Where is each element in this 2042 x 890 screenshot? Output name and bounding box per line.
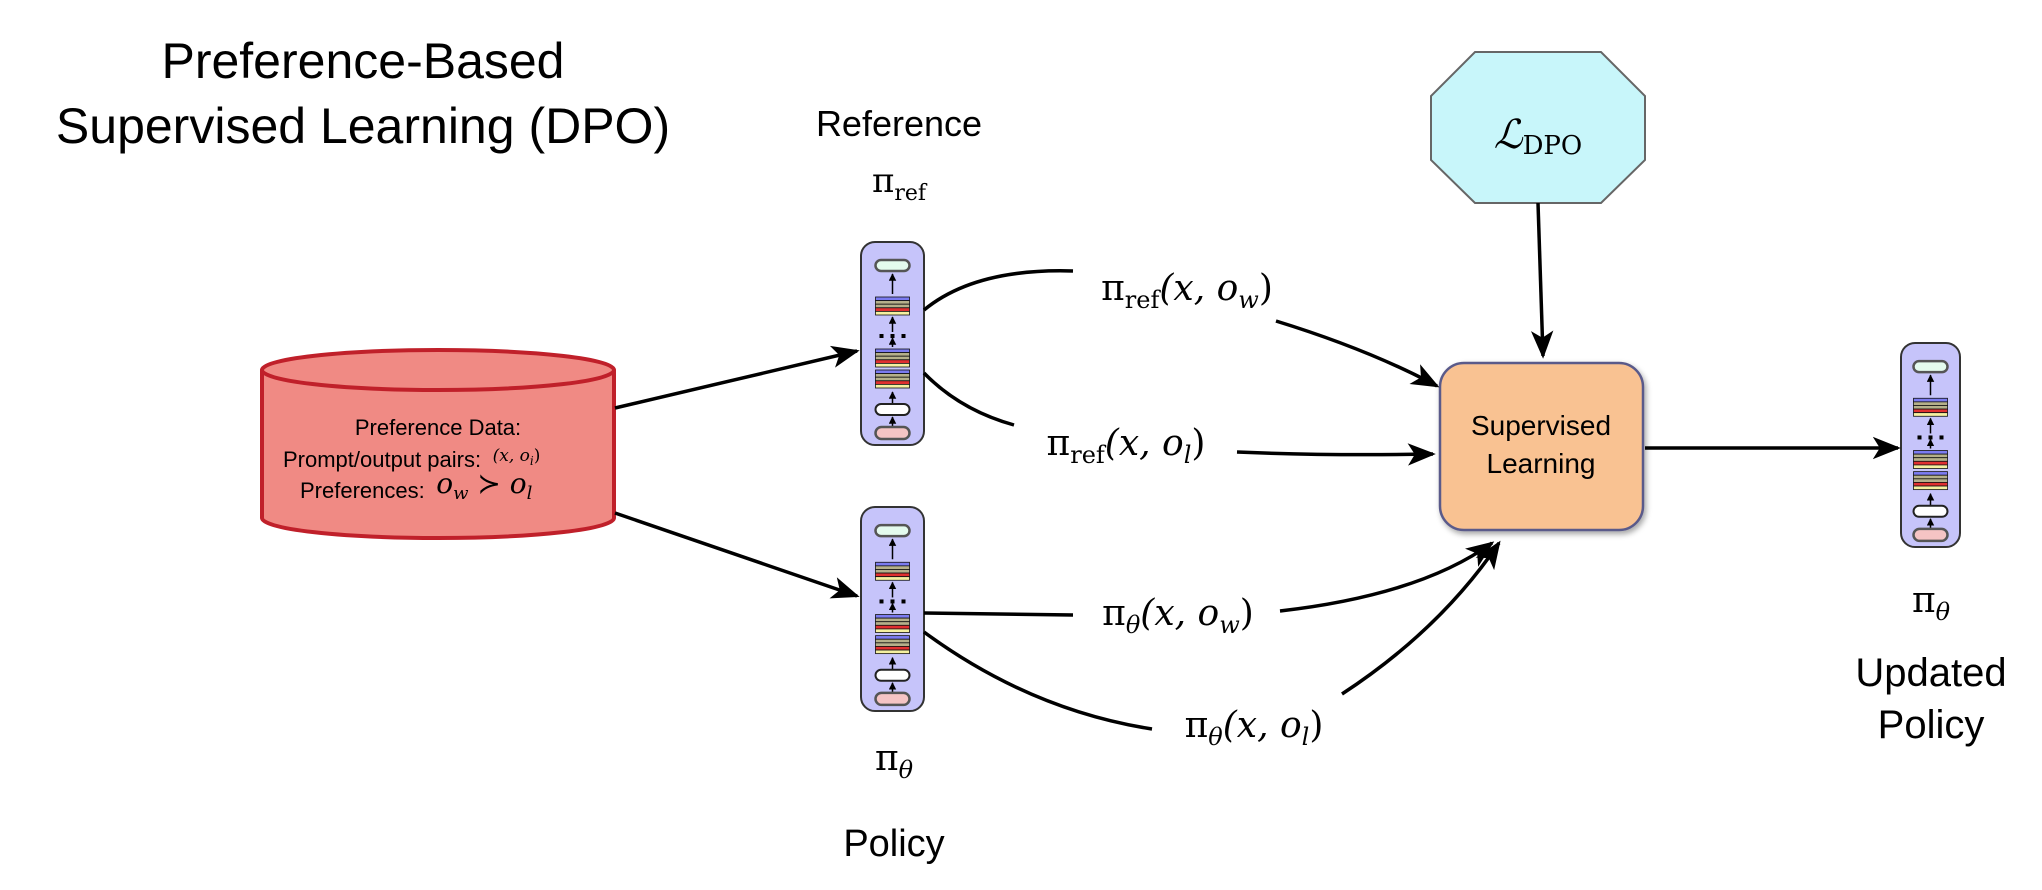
updated-symbol: πθ: [1912, 580, 1951, 626]
reference-symbol: πref: [872, 161, 928, 206]
arrow-ref-lose-in: [1236, 443, 1436, 466]
policy-symbol: πθ: [875, 738, 914, 784]
reference-label: Reference: [816, 103, 982, 144]
updated-label-1: Updated: [1855, 651, 2006, 695]
arrow-data-to-policy: [614, 511, 860, 599]
edge-ref-win-out: [922, 269, 1074, 312]
loss-label: ℒDPO: [1494, 112, 1582, 161]
updated-policy-model-icon: [1900, 342, 1961, 548]
arrow-pol-win-in: [1279, 541, 1495, 613]
policy-model-icon: [860, 506, 925, 712]
output-node: [874, 523, 911, 538]
edge-label: πθ(x, ol): [1185, 705, 1324, 751]
reference-model-icon: [860, 241, 925, 446]
edge-ref-lose-out: [922, 371, 1015, 427]
edge-pol-lose-out: [922, 630, 1153, 731]
arrow-pol-lose-in: [1341, 540, 1501, 696]
data-line-1: Preference Data:: [355, 415, 521, 440]
arrow-loss-to-learner: [1530, 202, 1554, 359]
preference-data-cylinder: Preference Data: Prompt/output pairs: (x…: [260, 348, 616, 540]
edge-pol-win-out: [923, 611, 1074, 617]
arrow-ref-win-in: [1275, 319, 1440, 388]
edge-label: πref(x, ol): [1047, 423, 1206, 469]
title-line-2: Supervised Learning (DPO): [56, 98, 670, 154]
output-node: [874, 258, 911, 273]
arrow-data-to-reference: [614, 345, 860, 410]
title-line-1: Preference-Based: [161, 33, 564, 89]
data-line-3: Preferences: ow ≻ ol: [300, 467, 533, 504]
supervised-learning-node: Supervised Learning: [1438, 361, 1645, 532]
updated-label-2: Policy: [1878, 703, 1985, 747]
policy-label: Policy: [843, 823, 944, 865]
data-line-2: Prompt/output pairs: (x, oi): [283, 446, 540, 472]
dpo-loss-node: ℒDPO: [1430, 51, 1646, 204]
learner-line-2: Learning: [1487, 448, 1596, 479]
output-node: [1912, 359, 1949, 374]
edge-label: πref(x, ow): [1101, 268, 1273, 314]
edge-label: πθ(x, ow): [1102, 593, 1254, 639]
learner-line-1: Supervised: [1471, 410, 1611, 441]
